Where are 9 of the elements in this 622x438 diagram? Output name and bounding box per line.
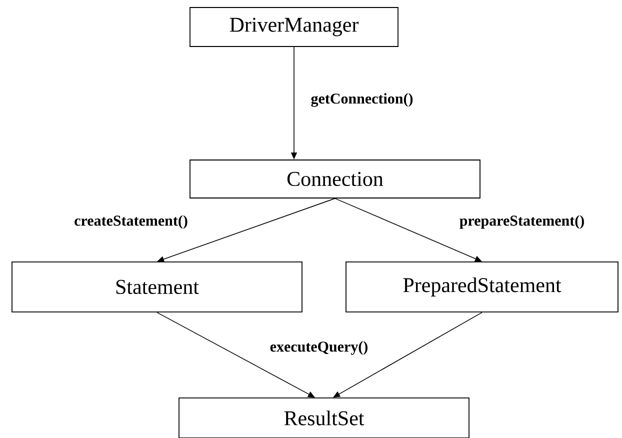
class-box: Statement xyxy=(12,262,302,312)
class-box: DriverManager xyxy=(190,7,398,47)
edge-label: createStatement() xyxy=(73,214,189,230)
edge-label: executeQuery() xyxy=(268,340,370,356)
edge-label: getConnection() xyxy=(310,92,414,108)
class-box: Connection xyxy=(190,160,480,198)
class-box: PreparedStatement xyxy=(346,262,618,312)
edge-label: prepareStatement() xyxy=(458,214,586,230)
class-box: ResultSet xyxy=(178,398,470,438)
